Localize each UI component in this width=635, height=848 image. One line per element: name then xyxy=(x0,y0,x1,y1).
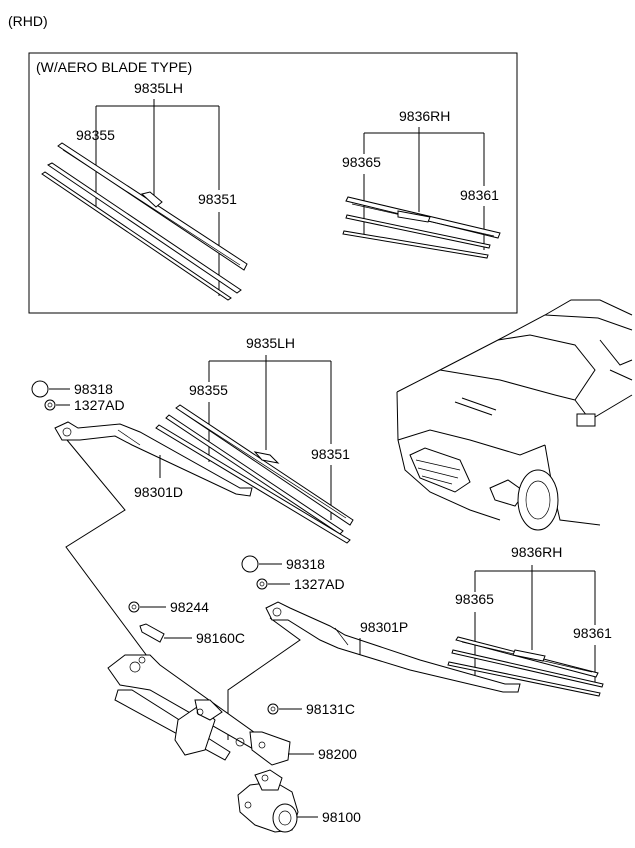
linkage-bolt-label: 98131C xyxy=(306,701,355,717)
variant-label: (RHD) xyxy=(8,13,48,29)
main-rh-nut-label: 1327AD xyxy=(294,576,345,592)
main-lh-cap-label: 98318 xyxy=(74,381,113,397)
main-rh-blade-label: 98361 xyxy=(573,625,612,641)
main-lh-arm-label: 98301D xyxy=(134,484,183,500)
main-rh-blade-drawing xyxy=(447,636,604,697)
inset-lh-blade-drawing xyxy=(41,142,248,301)
main-rh-nut-drawing xyxy=(256,578,268,590)
vehicle-illustration xyxy=(396,299,633,531)
main-lh-blade-drawing xyxy=(155,404,354,544)
linkage-assembly-label: 98200 xyxy=(318,746,357,762)
linkage-nut-label: 98244 xyxy=(170,599,209,615)
main-lh-leaders xyxy=(208,355,332,520)
main-lh-assy-label: 9835LH xyxy=(246,335,295,351)
main-rh-refill-label: 98365 xyxy=(455,591,494,607)
wiper-motor-drawing xyxy=(237,769,299,833)
linkage-pin-drawing xyxy=(139,623,165,643)
linkage-nut-drawing xyxy=(128,601,140,613)
linkage-bolt-drawing xyxy=(267,703,279,715)
inset-rh-refill-label: 98365 xyxy=(342,154,381,170)
main-rh-cap-label: 98318 xyxy=(286,556,325,572)
linkage-pin-label: 98160C xyxy=(196,630,245,646)
inset-title: (W/AERO BLADE TYPE) xyxy=(36,59,192,75)
motor-label: 98100 xyxy=(322,809,361,825)
inset-rh-blade-drawing xyxy=(342,196,501,259)
main-rh-cap-drawing xyxy=(241,555,259,573)
main-lh-nut-drawing xyxy=(44,399,56,411)
main-rh-arm-drawing xyxy=(265,601,521,693)
main-lh-blade-label: 98351 xyxy=(311,446,350,462)
inset-lh-assy-label: 9835LH xyxy=(134,80,183,96)
inset-rh-assy-label: 9836RH xyxy=(399,108,450,124)
inset-rh-blade-label: 98361 xyxy=(460,187,499,203)
inset-lh-leaders xyxy=(95,99,220,296)
main-lh-nut-label: 1327AD xyxy=(74,397,125,413)
main-rh-arm-label: 98301P xyxy=(360,619,408,635)
main-rh-assy-label: 9836RH xyxy=(511,544,562,560)
inset-rh-leaders xyxy=(363,127,485,250)
main-lh-cap-drawing xyxy=(31,380,49,398)
main-lh-arm-drawing xyxy=(54,421,253,497)
inset-frame xyxy=(28,52,518,314)
main-lh-refill-label: 98355 xyxy=(189,382,228,398)
inset-lh-blade-label: 98351 xyxy=(198,191,237,207)
aero-blade-inset: (W/AERO BLADE TYPE) 9835LH 98355 98351 9… xyxy=(28,52,518,314)
linkage-assembly-drawing xyxy=(107,654,291,766)
